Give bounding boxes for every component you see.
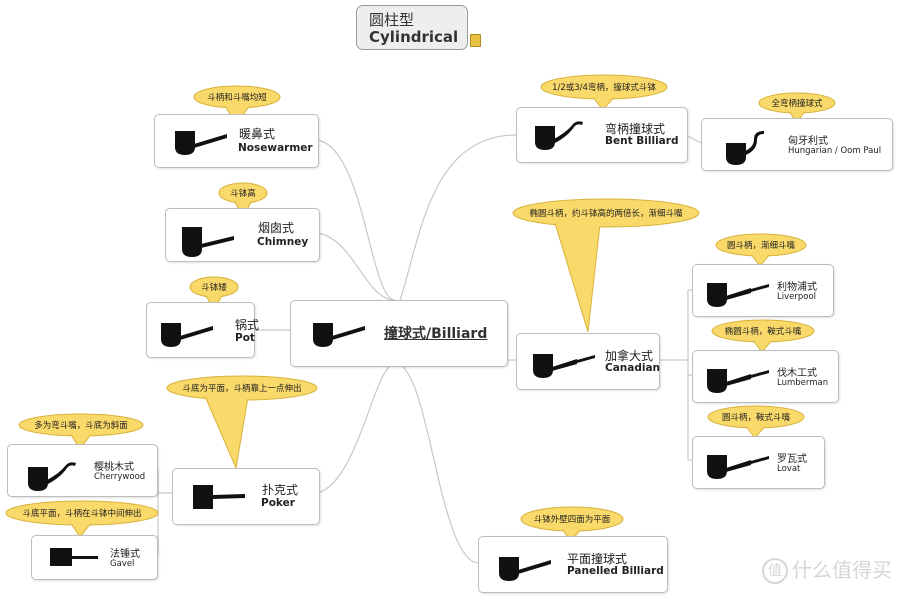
callout-liverpool-text: 圆斗柄，渐细斗嘴 [726,241,795,251]
pipe-lumberman-icon [707,369,769,393]
pipe-hungarian-icon [726,131,764,165]
watermark: 值什么值得买 [762,554,892,584]
callout-lumberman-text: 椭圆斗柄，鞍式斗嘴 [724,327,802,337]
callout-lovat-text: 圆斗柄，鞍式斗嘴 [721,413,790,423]
node-cherrywood[interactable]: 樱桃木式 Cherrywood [7,444,158,497]
pot-zh: 锅式 [235,318,260,332]
root-title-zh: 圆柱型 [369,11,415,29]
note-icon[interactable] [470,34,481,47]
pipe-gavel-icon [50,548,98,566]
callout-cherrywood-text: 多为弯斗嘴，斗底为斜面 [34,421,128,431]
watermark-text: 什么值得买 [792,557,892,582]
pipe-cherrywood-icon [28,462,76,491]
node-bent-billiard[interactable]: 弯柄撞球式 Bent Billiard [516,107,688,163]
pipe-billiard-icon [313,323,365,347]
center-label: 撞球式/Billiard [384,326,488,342]
node-lovat[interactable]: 罗瓦式 Lovat [692,436,825,489]
callout-poker [166,375,318,470]
lumberman-zh: 伐木工式 [777,368,817,379]
lovat-zh: 罗瓦式 [777,454,807,465]
callout-panelled [520,506,624,542]
node-pot[interactable]: 锅式 Pot [146,302,259,358]
callout-lovat [707,405,805,439]
nosewarmer-zh: 暖鼻式 [239,127,276,141]
cherrywood-zh: 樱桃木式 [94,462,134,473]
cherrywood-en: Cherrywood [94,472,146,482]
callout-bent-billiard-text: 1/2或3/4弯柄，撞球式斗钵 [552,83,656,93]
node-hungarian[interactable]: 匈牙利式 Hungarian / Oom Paul [701,118,893,171]
node-canadian[interactable]: 加拿大式 Canadian [516,333,660,390]
pipe-panelled-icon [499,557,551,581]
liverpool-en: Liverpool [777,292,817,302]
callout-bent-billiard [540,74,668,111]
pot-en: Pot [235,332,255,344]
root-title-en: Cylindrical [369,28,459,46]
bent-billiard-zh: 弯柄撞球式 [605,122,666,136]
hungarian-zh: 匈牙利式 [788,136,828,147]
pipe-bent-billiard-icon [535,121,583,150]
pipe-nosewarmer-icon [175,131,227,155]
callout-hungarian [758,92,836,123]
callout-pot [189,276,239,312]
callout-poker-text: 斗底为平面，斗柄靠上一点伸出 [182,384,302,394]
callout-panelled-text: 斗钵外壁四面为平面 [533,515,611,525]
pipe-pot-icon [161,323,213,347]
callout-canadian-text: 椭圆斗柄，约斗钵高的两倍长，渐细斗嘴 [529,209,683,219]
node-nosewarmer[interactable]: 暖鼻式 Nosewarmer [154,114,319,168]
node-liverpool[interactable]: 利物浦式 Liverpool [692,264,834,317]
callout-liverpool [715,233,807,267]
gavel-zh: 法锤式 [110,549,140,560]
center-node-billiard[interactable]: 撞球式/Billiard [290,300,508,367]
node-poker[interactable]: 扑克式 Poker [172,468,320,525]
callout-cherrywood [18,413,144,450]
callout-hungarian-text: 全弯柄撞球式 [771,99,823,109]
canadian-zh: 加拿大式 [605,349,654,363]
lumberman-en: Lumberman [777,378,829,388]
node-gavel[interactable]: 法锤式 Gavel [31,535,158,580]
panelled-en: Panelled Billiard [567,565,664,577]
nosewarmer-en: Nosewarmer [238,142,313,154]
callout-pot-text: 斗钵矮 [201,283,227,293]
callout-gavel [5,500,159,538]
chimney-zh: 烟囱式 [258,221,295,235]
callout-lumberman [711,319,815,353]
callout-gavel-text: 斗底平面，斗柄在斗钵中间伸出 [22,509,142,519]
lovat-en: Lovat [777,464,801,474]
chimney-en: Chimney [257,236,309,248]
panelled-zh: 平面撞球式 [567,552,628,566]
bent-billiard-en: Bent Billiard [605,135,679,147]
hungarian-en: Hungarian / Oom Paul [788,146,882,156]
poker-zh: 扑克式 [262,483,299,497]
watermark-logo-icon: 值 [762,558,788,584]
node-chimney[interactable]: 烟囱式 Chimney [165,208,320,262]
pipe-lovat-icon [707,455,769,479]
liverpool-zh: 利物浦式 [777,282,817,293]
pipe-canadian-icon [533,354,595,378]
canadian-en: Canadian [605,362,661,374]
poker-en: Poker [261,497,295,509]
gavel-en: Gavel [110,559,135,569]
root-title-node[interactable]: 圆柱型 Cylindrical [356,5,468,50]
node-lumberman[interactable]: 伐木工式 Lumberman [692,350,839,403]
pipe-liverpool-icon [707,283,769,307]
pipe-chimney-icon [182,227,234,257]
callout-chimney-text: 斗钵高 [230,189,256,199]
node-panelled-billiard[interactable]: 平面撞球式 Panelled Billiard [478,536,668,593]
callout-nosewarmer-text: 斗柄和斗嘴均短 [207,93,267,103]
pipe-poker-icon [193,485,245,509]
callout-canadian [512,198,700,333]
